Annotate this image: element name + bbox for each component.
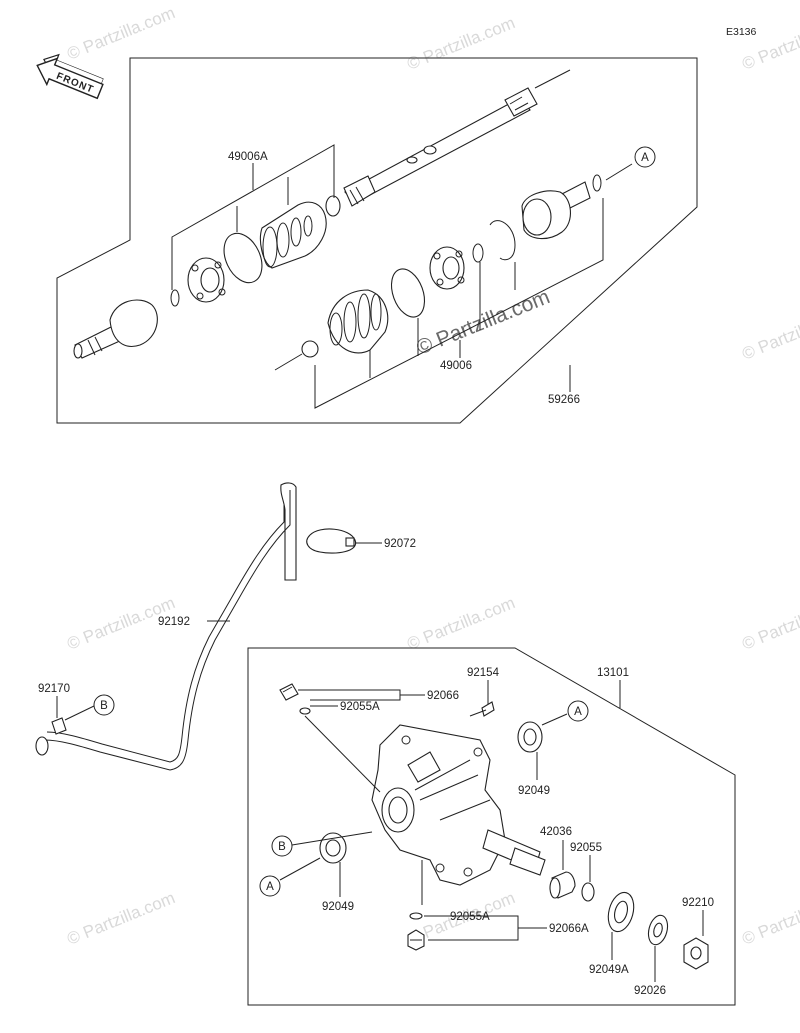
nut-92210 xyxy=(683,937,709,970)
oil-seal-92049A xyxy=(607,891,635,933)
watermark: © Partzilla.com xyxy=(739,593,800,654)
callout-a-left: A xyxy=(266,881,274,893)
watermark: © Partzilla.com xyxy=(64,3,177,64)
callout-b-hose-circle xyxy=(93,694,115,716)
final-gear-case xyxy=(371,724,546,886)
label-49006A: 49006A xyxy=(228,151,268,163)
oring-92055 xyxy=(581,882,595,902)
inner-boot-band xyxy=(390,268,426,318)
outer-cv-joint xyxy=(73,299,158,359)
snap-ring-inner xyxy=(592,174,602,192)
inner-small-band xyxy=(301,340,319,358)
boot-band xyxy=(223,232,263,284)
callout-b-hose: B xyxy=(100,700,108,712)
label-92210: 92210 xyxy=(682,897,714,909)
inner-bearing-cage xyxy=(429,246,465,290)
label-92026: 92026 xyxy=(634,985,666,997)
callout-b-left: B xyxy=(278,841,286,853)
watermark: © Partzilla.com xyxy=(739,888,800,949)
gear-panel-frame xyxy=(247,647,736,1006)
hose-end xyxy=(35,736,49,756)
watermark: © Partzilla.com xyxy=(739,13,800,74)
callout-a-right-circle xyxy=(567,700,589,722)
label-59266: 59266 xyxy=(548,394,580,406)
leader-lines xyxy=(171,144,633,409)
oil-seal-left xyxy=(319,832,347,864)
oring-top xyxy=(299,707,311,715)
snap-ring xyxy=(170,289,180,307)
callout-a-circle xyxy=(634,146,656,168)
callout-a-left-circle xyxy=(259,875,281,897)
hose-clip xyxy=(51,717,67,735)
bearing-cage xyxy=(187,257,226,303)
inner-boot xyxy=(327,289,389,354)
label-13101: 13101 xyxy=(597,667,629,679)
oil-seal-right xyxy=(517,721,543,753)
label-92066A: 92066A xyxy=(549,923,589,935)
label-49006: 49006 xyxy=(440,360,472,372)
label-92055: 92055 xyxy=(570,842,602,854)
label-92072: 92072 xyxy=(384,538,416,550)
label-92049A: 92049A xyxy=(589,964,629,976)
outer-boot xyxy=(259,201,327,269)
circlip xyxy=(489,220,516,261)
drive-shaft-panel: A 49006A 49006 59266 xyxy=(56,57,698,424)
label-92049-left: 92049 xyxy=(322,901,354,913)
callout-a-top: A xyxy=(641,152,649,164)
label-92170: 92170 xyxy=(38,683,70,695)
circlip-small xyxy=(472,243,484,263)
panel-frame xyxy=(56,57,698,424)
washer-92026 xyxy=(647,914,669,946)
watermark: © Partzilla.com xyxy=(64,888,177,949)
diagram-code: E3136 xyxy=(726,26,757,38)
label-92049-right: 92049 xyxy=(518,785,550,797)
watermark: © Partzilla.com xyxy=(404,13,517,74)
watermark: © Partzilla.com xyxy=(404,593,517,654)
oring-bottom xyxy=(409,912,423,920)
clamp-92072 xyxy=(306,528,357,554)
label-92192: 92192 xyxy=(158,616,190,628)
inner-cv-joint xyxy=(521,181,591,240)
callout-a-right: A xyxy=(574,706,582,718)
label-92154: 92154 xyxy=(467,667,500,679)
label-92066: 92066 xyxy=(427,690,459,702)
cap-42036 xyxy=(549,871,576,899)
label-92055A-top: 92055A xyxy=(340,701,380,713)
small-band xyxy=(325,195,341,217)
label-42036: 42036 xyxy=(540,826,572,838)
bolt-92154 xyxy=(469,701,495,717)
drain-plug-bottom xyxy=(407,929,425,951)
drive-shaft xyxy=(343,69,571,207)
label-92055A-bottom: 92055A xyxy=(450,911,490,923)
gear-case-panel: 92066 92055A 92154 13101 A 92049 92049 xyxy=(247,647,736,1006)
watermark: © Partzilla.com xyxy=(739,303,800,364)
callout-b-left-circle xyxy=(271,835,293,857)
drain-plug-top xyxy=(279,683,299,701)
breather-hose-group: 92072 92192 92170 B xyxy=(35,482,416,771)
